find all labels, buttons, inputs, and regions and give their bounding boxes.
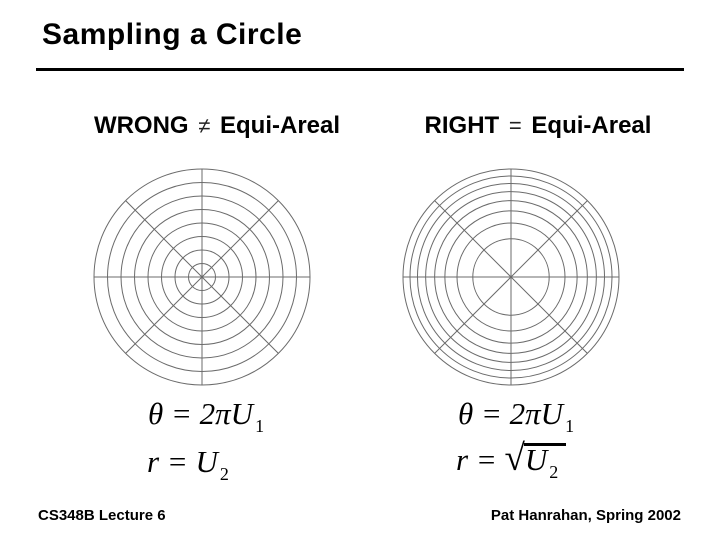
polar-grid-equiareal bbox=[402, 168, 620, 386]
title-underline bbox=[36, 68, 684, 71]
heading-right-rest: Equi-Areal bbox=[531, 112, 652, 139]
equal-symbol: = bbox=[508, 113, 522, 138]
equation-body: θ = 2πU bbox=[148, 396, 254, 431]
heading-right: RIGHT = Equi-Areal bbox=[418, 112, 658, 140]
heading-right-word: RIGHT bbox=[424, 112, 500, 139]
equation-subscript: 2 bbox=[219, 464, 229, 484]
radical-sign: √ bbox=[504, 438, 525, 479]
polar-grid-wrong bbox=[93, 168, 311, 386]
equation-body: θ = 2πU bbox=[458, 396, 564, 431]
radicand-letter: U bbox=[524, 442, 548, 477]
heading-wrong-rest: Equi-Areal bbox=[220, 112, 341, 139]
equation-subscript: 1 bbox=[255, 416, 265, 436]
footer-course-label: CS348B Lecture 6 bbox=[38, 507, 166, 524]
heading-wrong: WRONG ≠ Equi-Areal bbox=[82, 112, 352, 140]
equation-subscript: 1 bbox=[565, 416, 575, 436]
heading-wrong-word: WRONG bbox=[93, 112, 189, 139]
equation-subscript: 2 bbox=[549, 462, 559, 482]
footer-author-label: Pat Hanrahan, Spring 2002 bbox=[490, 507, 681, 524]
slide-title: Sampling a Circle bbox=[42, 18, 303, 51]
equation-lhs: r = bbox=[456, 442, 505, 477]
equation-body: r = U bbox=[147, 444, 218, 479]
not-equal-symbol: ≠ bbox=[198, 113, 211, 138]
